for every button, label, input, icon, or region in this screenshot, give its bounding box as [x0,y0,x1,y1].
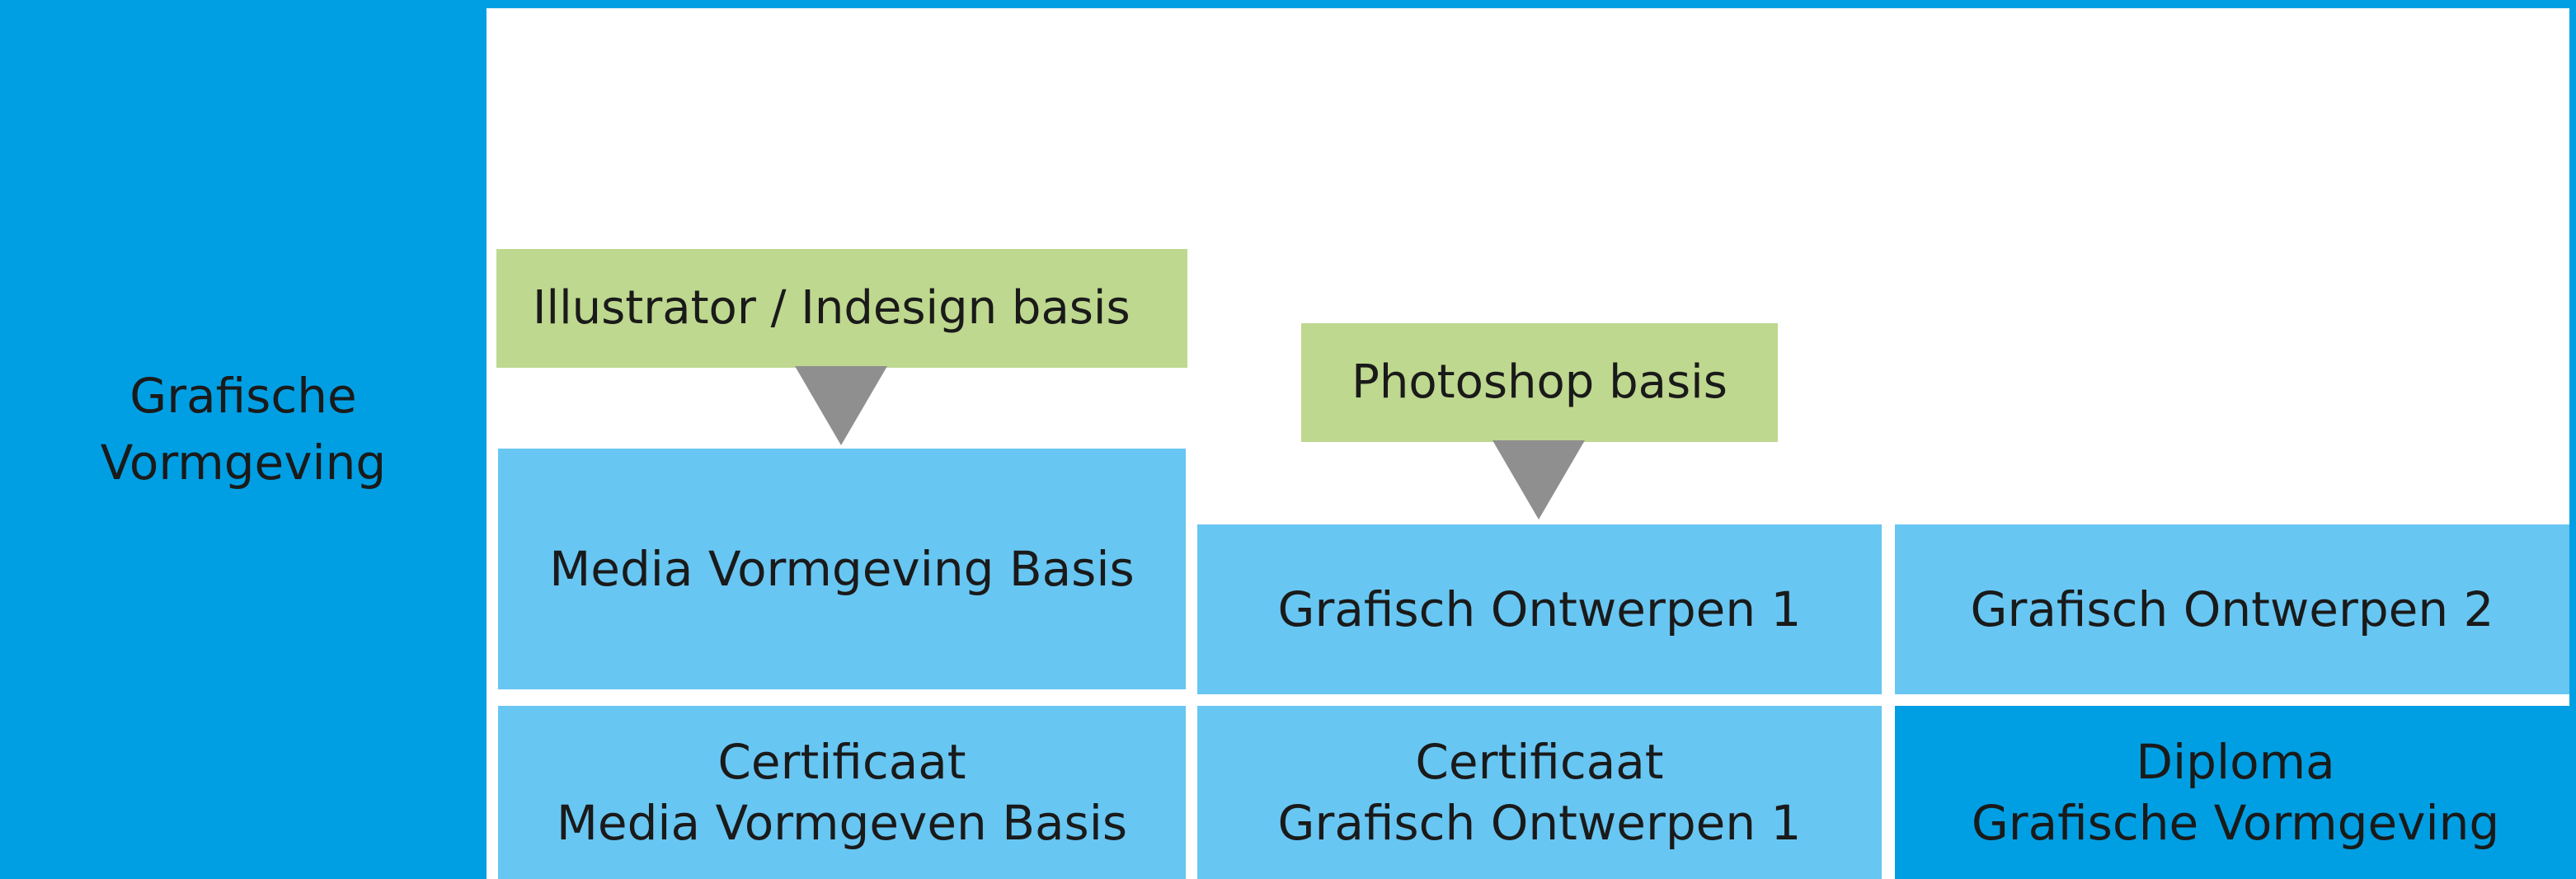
module-media-vormgeving-basis: Media Vormgeving Basis [498,449,1186,689]
credential-media-vormgeven-basis: Certificaat Media Vormgeven Basis [498,706,1186,879]
module-grafisch-ontwerpen-2: Grafisch Ontwerpen 2 [1895,524,2569,694]
course-illustrator-indesign: Illustrator / Indesign basis [496,249,1187,368]
credential-grafisch-ontwerpen-1: Certificaat Grafisch Ontwerpen 1 [1197,706,1882,879]
arrow-down-icon [795,366,887,445]
credential-type: Diploma [2136,733,2335,790]
credential-name: Grafisch Ontwerpen 1 [1277,795,1802,851]
credential-name: Media Vormgeven Basis [556,795,1128,851]
credential-type: Certificaat [717,733,966,790]
module-grafisch-ontwerpen-1: Grafisch Ontwerpen 1 [1197,524,1882,694]
arrow-down-icon [1492,440,1585,519]
credential-name: Grafische Vormgeving [1971,795,2500,851]
module-label: Media Vormgeving Basis [549,540,1135,597]
module-label: Grafisch Ontwerpen 2 [1970,581,2494,637]
course-photoshop-label: Photoshop basis [1351,355,1728,410]
title-line-1: Grafische [129,368,357,424]
credential-diploma-grafische-vormgeving: Diploma Grafische Vormgeving [1895,706,2576,879]
diagram-title: Grafische Vormgeving [0,363,487,496]
course-photoshop: Photoshop basis [1301,323,1778,442]
credential-type: Certificaat [1415,733,1664,790]
course-illustrator-indesign-label: Illustrator / Indesign basis [533,281,1131,336]
module-label: Grafisch Ontwerpen 1 [1277,581,1802,637]
title-line-2: Vormgeving [100,435,387,491]
